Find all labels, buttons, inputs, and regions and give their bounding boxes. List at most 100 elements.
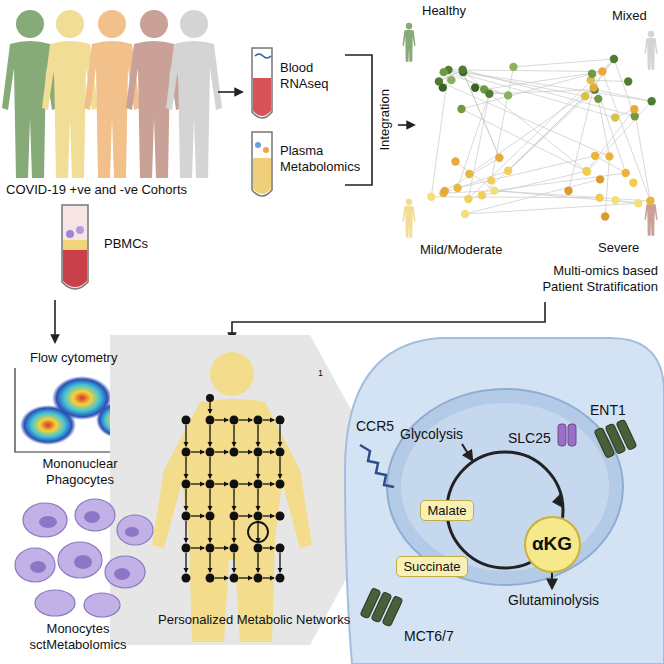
network-node — [182, 416, 191, 425]
network-arrow — [263, 577, 274, 578]
cohort-people — [166, 10, 222, 178]
network-loop — [248, 522, 268, 542]
network-links — [431, 59, 651, 217]
network-arrow — [239, 419, 252, 420]
network-dot — [440, 68, 448, 76]
assay-label: Blood RNAseq — [280, 60, 340, 91]
pbmc-tube — [63, 250, 87, 287]
network-link — [634, 109, 650, 201]
metabolite-circle: αKG — [524, 516, 581, 573]
network-dot — [564, 187, 572, 195]
stratification-label: Multi-omics based Patient Stratification — [520, 263, 658, 294]
monocytes — [84, 593, 120, 617]
monocytes — [23, 503, 67, 537]
receptor-label: CCR5 — [356, 418, 394, 435]
network-arrow — [185, 457, 186, 478]
network-link — [431, 70, 448, 197]
network-dot — [464, 195, 472, 203]
network-arrow — [185, 521, 186, 542]
network-arrow — [279, 425, 280, 446]
network-dot — [439, 83, 447, 91]
cohort-people — [2, 10, 222, 178]
network-dot — [451, 157, 459, 165]
network-arrow — [257, 521, 258, 542]
monocytes — [105, 556, 145, 588]
network-node — [254, 544, 263, 553]
network-node — [206, 544, 215, 553]
pathway-label: Glutaminolysis — [508, 592, 599, 609]
network-link — [463, 72, 499, 158]
network-link — [605, 156, 609, 216]
assay-label: Plasma Metabolomics — [280, 143, 370, 174]
mitochondrion — [387, 389, 623, 585]
network-node — [206, 448, 215, 457]
group-icons — [402, 23, 415, 62]
network-dot — [624, 77, 632, 85]
flow-arrows — [218, 91, 242, 93]
network-dot — [601, 212, 609, 220]
network-dot — [458, 65, 466, 73]
network-node — [230, 512, 239, 521]
network-dot — [487, 176, 495, 184]
node-text: Succinate — [403, 559, 460, 574]
network-arrow — [263, 419, 274, 420]
plasma-tube — [253, 158, 271, 194]
slc25-transporter — [558, 424, 566, 446]
monocytes — [15, 499, 153, 617]
network-arrow — [215, 451, 228, 452]
network-node — [230, 574, 239, 583]
network-node — [206, 512, 215, 521]
network-dot — [509, 63, 517, 71]
network-arrow — [263, 515, 274, 516]
transporter-label: MCT6/7 — [404, 628, 454, 645]
network-dot — [610, 55, 618, 63]
monocytes — [30, 561, 46, 573]
network-arrow — [191, 515, 204, 516]
network-arrow — [185, 489, 186, 510]
network-dot — [583, 168, 591, 176]
network-dot — [611, 113, 619, 121]
network-link — [508, 88, 593, 171]
human-figure — [152, 352, 312, 642]
network-node — [230, 416, 239, 425]
network-node — [230, 480, 239, 489]
network-arrow — [191, 547, 204, 548]
network-arrow — [257, 425, 258, 446]
cell-type-label: Monocytes sctMetabolomics — [16, 621, 140, 652]
network-arrow — [279, 553, 280, 572]
network-dot — [629, 179, 637, 187]
method-label: Flow cytometry — [30, 350, 117, 366]
network-arrow — [239, 577, 252, 578]
cell-type-label: Mononuclear Phagocytes — [12, 456, 148, 487]
group-label: Healthy — [422, 3, 466, 19]
network-link — [449, 70, 603, 72]
network-node — [206, 574, 215, 583]
pbmc-tube — [66, 230, 74, 238]
network-label: Personalized Metabolic Networks — [158, 612, 350, 628]
network-link — [484, 89, 586, 171]
flow-arrows — [55, 55, 545, 342]
network-arrow — [263, 483, 274, 484]
network-dot — [595, 193, 603, 201]
network-dot — [596, 175, 604, 183]
network-link — [463, 72, 652, 101]
network-link — [458, 171, 509, 188]
network-link — [465, 203, 638, 214]
network-arrow — [209, 553, 210, 572]
sample-label: PBMCs — [104, 236, 148, 252]
plasma-tube — [255, 142, 261, 148]
network-dot — [453, 184, 461, 192]
monocytes — [58, 542, 102, 578]
node-text: Malate — [427, 503, 466, 518]
network-node — [182, 574, 191, 583]
group-icons — [644, 31, 657, 70]
metabolite-box: Succinate — [396, 556, 468, 577]
metabolite-box: Malate — [420, 500, 474, 521]
flow-arrows — [232, 302, 545, 340]
ent1-transporter — [616, 419, 637, 450]
network-link — [602, 72, 650, 202]
group-icons — [402, 23, 657, 238]
node-text: αKG — [532, 533, 572, 555]
monocytes — [84, 511, 100, 523]
transporter-label: SLC25 — [508, 430, 551, 447]
